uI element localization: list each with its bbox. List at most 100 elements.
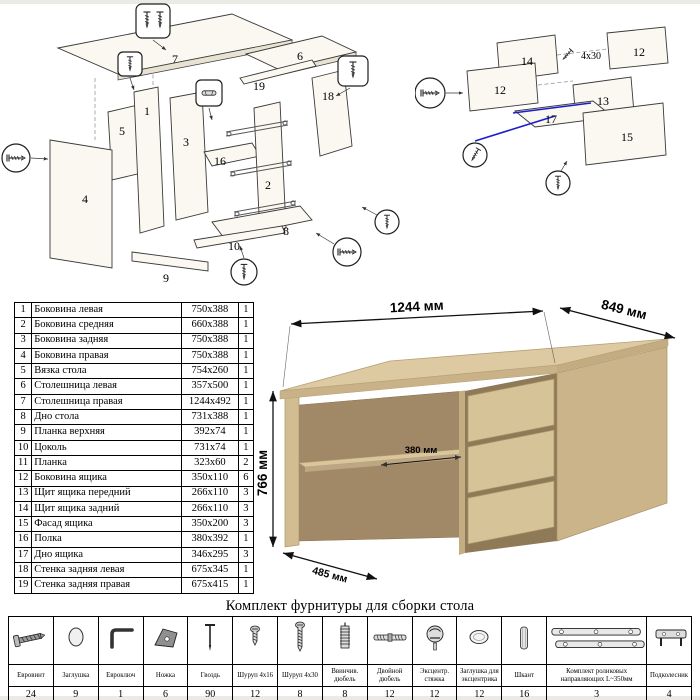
parts-table-row: 12 Боковина ящика 350x110 6	[13, 470, 255, 487]
parts-table-row: 14 Щит ящика задний 266x110 3	[13, 500, 255, 518]
part-size: 1244x492	[181, 393, 239, 411]
part-name: Цоколь	[31, 439, 183, 456]
part-number: 9	[13, 424, 33, 441]
drawer-facade-panel	[582, 102, 667, 166]
parts-table-row: 11 Планка 323x60 2	[13, 454, 255, 472]
part-number: 3	[13, 332, 33, 349]
desk-rendering: 1244 мм 849 мм 766 мм 380 мм 485 мм	[255, 297, 676, 586]
part-side-back	[169, 91, 209, 221]
hardware-qty: 12	[232, 686, 279, 700]
part-label-3: 3	[183, 135, 189, 149]
eurobolt-icon	[12, 632, 46, 648]
part-label-9: 9	[163, 271, 169, 285]
part-qty: 3	[237, 485, 255, 502]
part-name: Стенка задняя правая	[31, 577, 183, 594]
part-name: Щит ящика передний	[31, 485, 183, 502]
part-size: 754x260	[181, 363, 239, 380]
part-name: Боковина задняя	[31, 332, 183, 349]
part-name: Щит ящика задний	[31, 500, 183, 518]
parts-table-row: 17 Дно ящика 346x295 3	[13, 546, 255, 564]
drawer-slides-icon	[551, 627, 645, 649]
hardware-qty-row: 24 9 1 6 90 12 8 8 12 12 12 16 3 4	[8, 686, 692, 700]
drawer-side-panel-left	[466, 62, 539, 112]
part-size: 675x415	[181, 577, 239, 594]
part-qty: 1	[237, 332, 255, 349]
part-qty: 1	[237, 424, 255, 441]
drawer-front-3	[467, 480, 555, 545]
part-side-right-big	[49, 139, 113, 269]
part-label-18: 18	[322, 89, 334, 103]
hardware-name: Ножка	[142, 664, 189, 687]
part-number: 10	[13, 439, 33, 456]
part-number: 17	[13, 546, 33, 564]
part-size: 731x74	[181, 439, 239, 456]
hardware-name: Двойной дюбель	[366, 664, 413, 687]
part-qty: 3	[237, 546, 255, 564]
part-label-15: 15	[621, 130, 633, 144]
hardware-qty: 1	[97, 686, 144, 700]
hardware-name: Заглушка	[52, 664, 99, 687]
desk-left-panel	[284, 394, 300, 548]
part-name: Фасад ящика	[31, 516, 183, 533]
threaded-dowel-icon	[339, 622, 350, 649]
part-number: 15	[13, 516, 33, 533]
hex-key-icon	[109, 628, 134, 649]
cap-icon	[68, 627, 84, 647]
part-qty: 1	[237, 317, 255, 334]
part-label-1: 1	[144, 104, 150, 118]
cam-cap-icon	[469, 630, 489, 644]
part-name: Столешница левая	[31, 378, 183, 395]
dimension-height-label: 766 мм	[255, 450, 270, 496]
part-back-wall-left	[311, 69, 353, 157]
parts-table-row: 9 Планка верхняя 392x74 1	[13, 424, 255, 441]
dimension-shelf-label: 380 мм	[405, 445, 438, 456]
part-number: 12	[13, 470, 33, 487]
part-qty: 1	[237, 562, 255, 579]
dimension-depth-label: 849 мм	[600, 297, 649, 323]
part-name: Стенка задняя левая	[31, 562, 183, 579]
part-number: 18	[13, 562, 33, 579]
part-back-wall-right	[239, 59, 317, 85]
part-label-2: 2	[265, 178, 271, 192]
part-name: Полка	[31, 531, 183, 548]
part-qty: 1	[237, 363, 255, 380]
part-name: Вязка стола	[31, 363, 183, 380]
hardware-names-row: Евровинт Заглушка Евроключ Ножка Гвоздь …	[8, 664, 692, 687]
part-size: 750x388	[181, 332, 239, 349]
caster-plate-icon	[655, 629, 687, 646]
part-number: 16	[13, 531, 33, 548]
part-qty: 3	[237, 516, 255, 533]
screw-long-icon	[295, 621, 305, 652]
parts-table-row: 13 Щит ящика передний 266x110 3	[13, 485, 255, 502]
screw-size-note: 4x30	[581, 51, 601, 62]
hardware-icons-row	[8, 616, 692, 665]
hardware-name: Шуруп 4x30	[277, 664, 323, 687]
parts-table-row: 6 Столешница левая 357x500 1	[13, 378, 255, 395]
part-size: 731x388	[181, 409, 239, 426]
parts-table-row: 1 Боковина левая 750x388 1	[13, 301, 255, 319]
drawer-rails	[225, 120, 297, 217]
parts-table-row: 16 Полка 380x392 1	[13, 531, 255, 548]
desk-right-panel	[556, 346, 668, 542]
hardware-qty: 16	[501, 686, 548, 700]
parts-table-row: 10 Цоколь 731x74 1	[13, 439, 255, 456]
exploded-desk-diagram: 7 6 19 18 5 1 3 16 2 8 10 4 9	[1, 3, 400, 286]
exploded-drawer-diagram: 14 12 12 13 17 15 4x30	[415, 26, 669, 196]
callout-screws-box	[135, 3, 171, 39]
hardware-qty: 8	[321, 686, 368, 700]
parts-table-row: 15 Фасад ящика 350x200 3	[13, 516, 255, 533]
part-plinth	[193, 225, 286, 249]
foot-icon	[154, 628, 179, 648]
parts-table-row: 7 Столешница правая 1244x492 1	[13, 393, 255, 411]
part-name: Боковина средняя	[31, 317, 183, 334]
part-size: 380x392	[181, 531, 239, 548]
part-number: 2	[13, 317, 33, 334]
parts-table: 1 Боковина левая 750x388 1 2 Боковина ср…	[13, 301, 255, 594]
hardware-qty: 6	[142, 686, 189, 700]
part-label-17: 17	[545, 112, 557, 126]
part-qty: 1	[237, 393, 255, 411]
part-label-6: 6	[297, 49, 303, 63]
hardware-name: Комплект роликовых направляющих L~350мм	[546, 664, 648, 687]
part-name: Боковина правая	[31, 347, 183, 365]
